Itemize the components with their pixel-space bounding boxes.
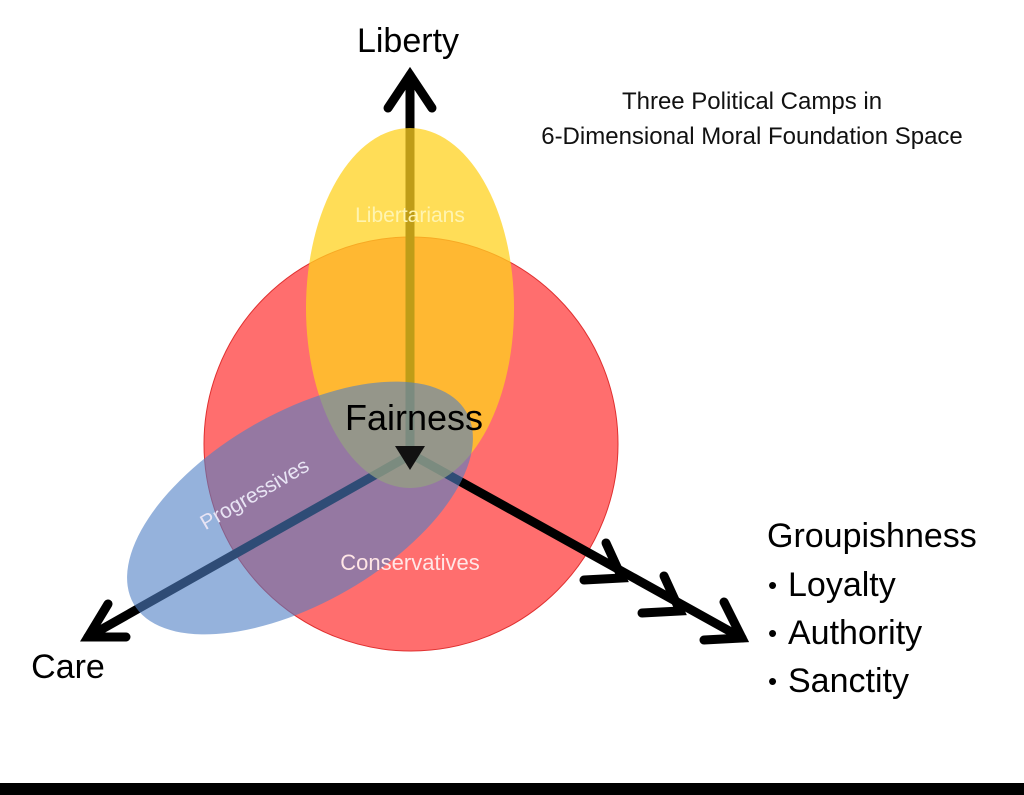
- title-line-1: Three Political Camps in: [622, 88, 882, 115]
- loyalty-item: Loyalty: [788, 566, 896, 604]
- groupishness-arrowhead-icon-1: [579, 538, 629, 585]
- bullet-icon: •: [768, 666, 777, 696]
- care-arrowhead-icon: [80, 599, 131, 642]
- title-line-2: 6-Dimensional Moral Foundation Space: [541, 123, 963, 150]
- groupishness-label: Groupishness: [767, 517, 977, 555]
- bottom-black-bar: [0, 783, 1024, 795]
- groupishness-arrowhead-icon-2: [637, 571, 687, 618]
- fairness-label: Fairness: [345, 397, 483, 438]
- groupishness-axis: [413, 453, 747, 643]
- libertarians-label: Libertarians: [355, 204, 465, 227]
- conservatives-label: Conservatives: [340, 550, 479, 575]
- liberty-arrowhead-icon: [383, 66, 437, 113]
- progressives-ellipse: [127, 381, 473, 635]
- authority-item: Authority: [788, 614, 922, 652]
- bullet-icon: •: [768, 618, 777, 648]
- groupishness-arrowhead-icon-3: [699, 597, 750, 645]
- groupishness-list: • Loyalty • Authority • Sanctity: [768, 566, 922, 700]
- sanctity-item: Sanctity: [788, 662, 909, 700]
- care-label: Care: [31, 648, 105, 686]
- fairness-down-arrow-icon: [395, 446, 425, 470]
- liberty-label: Liberty: [357, 22, 459, 60]
- bullet-icon: •: [768, 570, 777, 600]
